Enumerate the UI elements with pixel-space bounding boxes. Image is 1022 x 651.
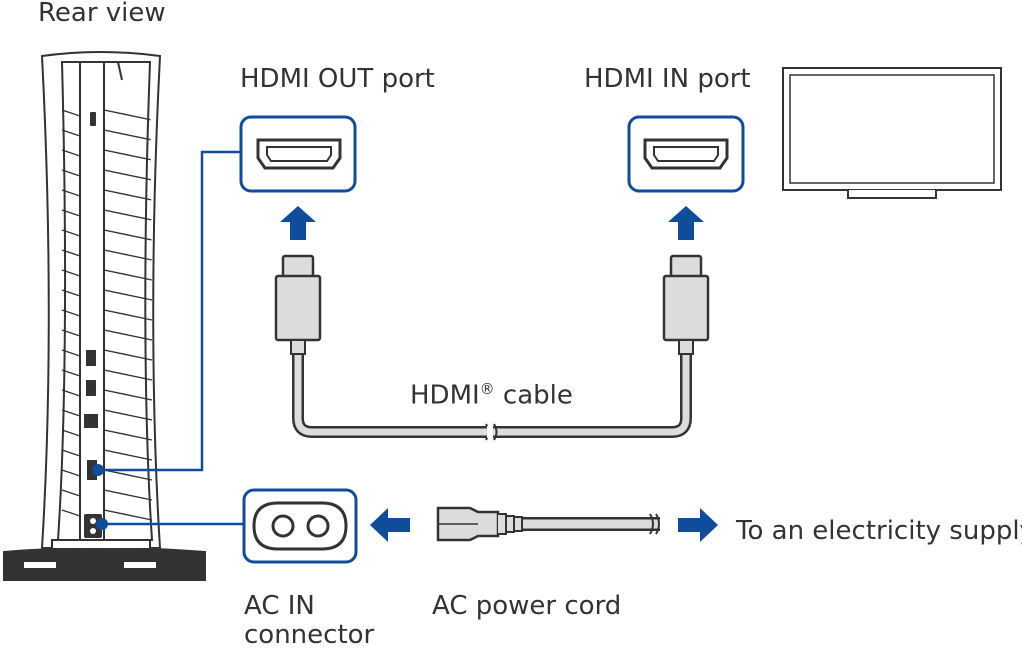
hdmi-in-port-label: HDMI IN port [584, 64, 751, 94]
arrow-up-icon [280, 206, 316, 240]
hdmi-in-port-callout [627, 115, 745, 193]
hdmi-socket-icon [256, 138, 342, 170]
ac-in-connector-label-line2: connector [244, 620, 375, 650]
ac-leader-dot [96, 518, 108, 530]
ac-in-connector-label-line1: AC IN [244, 591, 315, 621]
hdmi-socket-icon [643, 138, 729, 170]
hdmi-cable-label: HDMI® cable [410, 374, 573, 411]
hdmi-plug-right [662, 274, 710, 342]
electricity-supply-label: To an electricity supply [736, 516, 1022, 546]
hdmi-plug-right-tip [669, 254, 703, 280]
arrow-up-icon [668, 206, 704, 240]
ac-power-cord [436, 506, 660, 542]
arrow-right-icon [678, 508, 718, 542]
leader-lines [98, 150, 244, 526]
ac-power-cord-label: AC power cord [432, 591, 622, 621]
hdmi-out-port-callout [239, 115, 357, 193]
figure-8-socket-icon [252, 501, 348, 551]
console-stand [3, 539, 206, 581]
ac-in-connector-callout [242, 488, 358, 564]
console-ac-port [84, 514, 102, 538]
hdmi-cable-label-suffix: cable [494, 380, 573, 411]
registered-mark: ® [479, 380, 495, 398]
usb-port-2 [86, 380, 96, 396]
hdmi-plug-left [274, 274, 322, 342]
console-vents [61, 109, 153, 521]
hdmi-out-port-label: HDMI OUT port [240, 64, 435, 94]
tv [782, 67, 1002, 199]
lan-port [84, 414, 98, 428]
arrow-left-icon [370, 508, 410, 542]
usb-port-1 [86, 350, 96, 366]
rear-view-label: Rear view [38, 0, 166, 28]
hdmi-cable [274, 254, 710, 441]
hdmi-plug-left-tip [281, 254, 315, 280]
hdmi-leader-line [98, 150, 240, 472]
hdmi-cable-label-text: HDMI [410, 380, 480, 411]
hdmi-leader-dot [92, 464, 104, 476]
